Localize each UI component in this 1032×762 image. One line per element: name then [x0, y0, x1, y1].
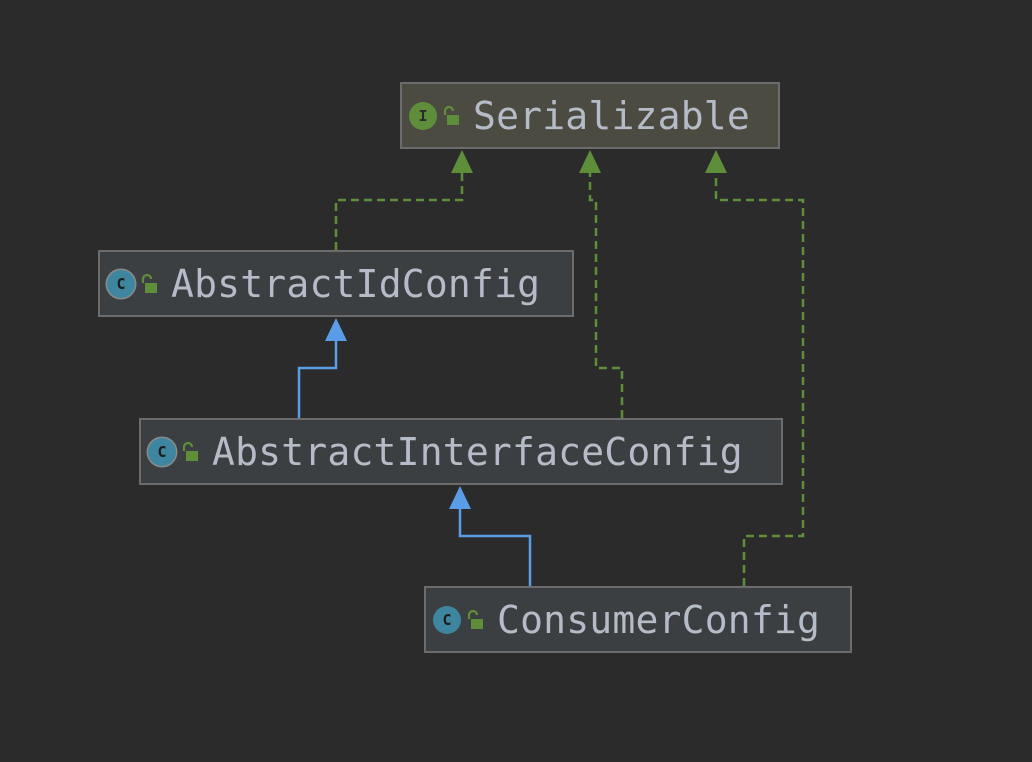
interface-icon: I: [409, 101, 437, 130]
unlocked-padlock-icon: [182, 441, 198, 461]
class-icon: C: [433, 605, 461, 634]
arrowhead-extends-1: [325, 318, 347, 341]
node-serializable[interactable]: I Serializable: [400, 82, 780, 149]
node-label: AbstractInterfaceConfig: [212, 429, 743, 474]
arrowhead-implements-3: [705, 150, 727, 173]
edge-consumerconfig-extends-abstractinterfaceconfig: [458, 508, 532, 586]
edge-abstractidconfig-implements-serializable: [334, 172, 464, 250]
class-icon: C: [148, 437, 176, 466]
node-label: Serializable: [473, 93, 750, 138]
arrowhead-extends-2: [449, 486, 471, 509]
node-consumerconfig[interactable]: C ConsumerConfig: [424, 586, 852, 653]
node-abstractinterfaceconfig[interactable]: C AbstractInterfaceConfig: [139, 418, 783, 485]
unlocked-padlock-icon: [467, 609, 483, 629]
arrowhead-implements-2: [579, 150, 601, 173]
node-label: ConsumerConfig: [497, 597, 821, 642]
edge-abstractinterfaceconfig-extends-abstractidconfig: [297, 340, 338, 418]
unlocked-padlock-icon: [443, 105, 459, 125]
class-icon: C: [107, 269, 135, 298]
node-abstractidconfig[interactable]: C AbstractIdConfig: [98, 250, 574, 317]
edge-abstractinterfaceconfig-implements-serializable: [588, 172, 624, 418]
node-label: AbstractIdConfig: [171, 261, 541, 306]
edge-consumerconfig-implements-serializable: [714, 172, 805, 586]
arrowhead-implements-1: [451, 150, 473, 173]
unlocked-padlock-icon: [141, 273, 157, 293]
